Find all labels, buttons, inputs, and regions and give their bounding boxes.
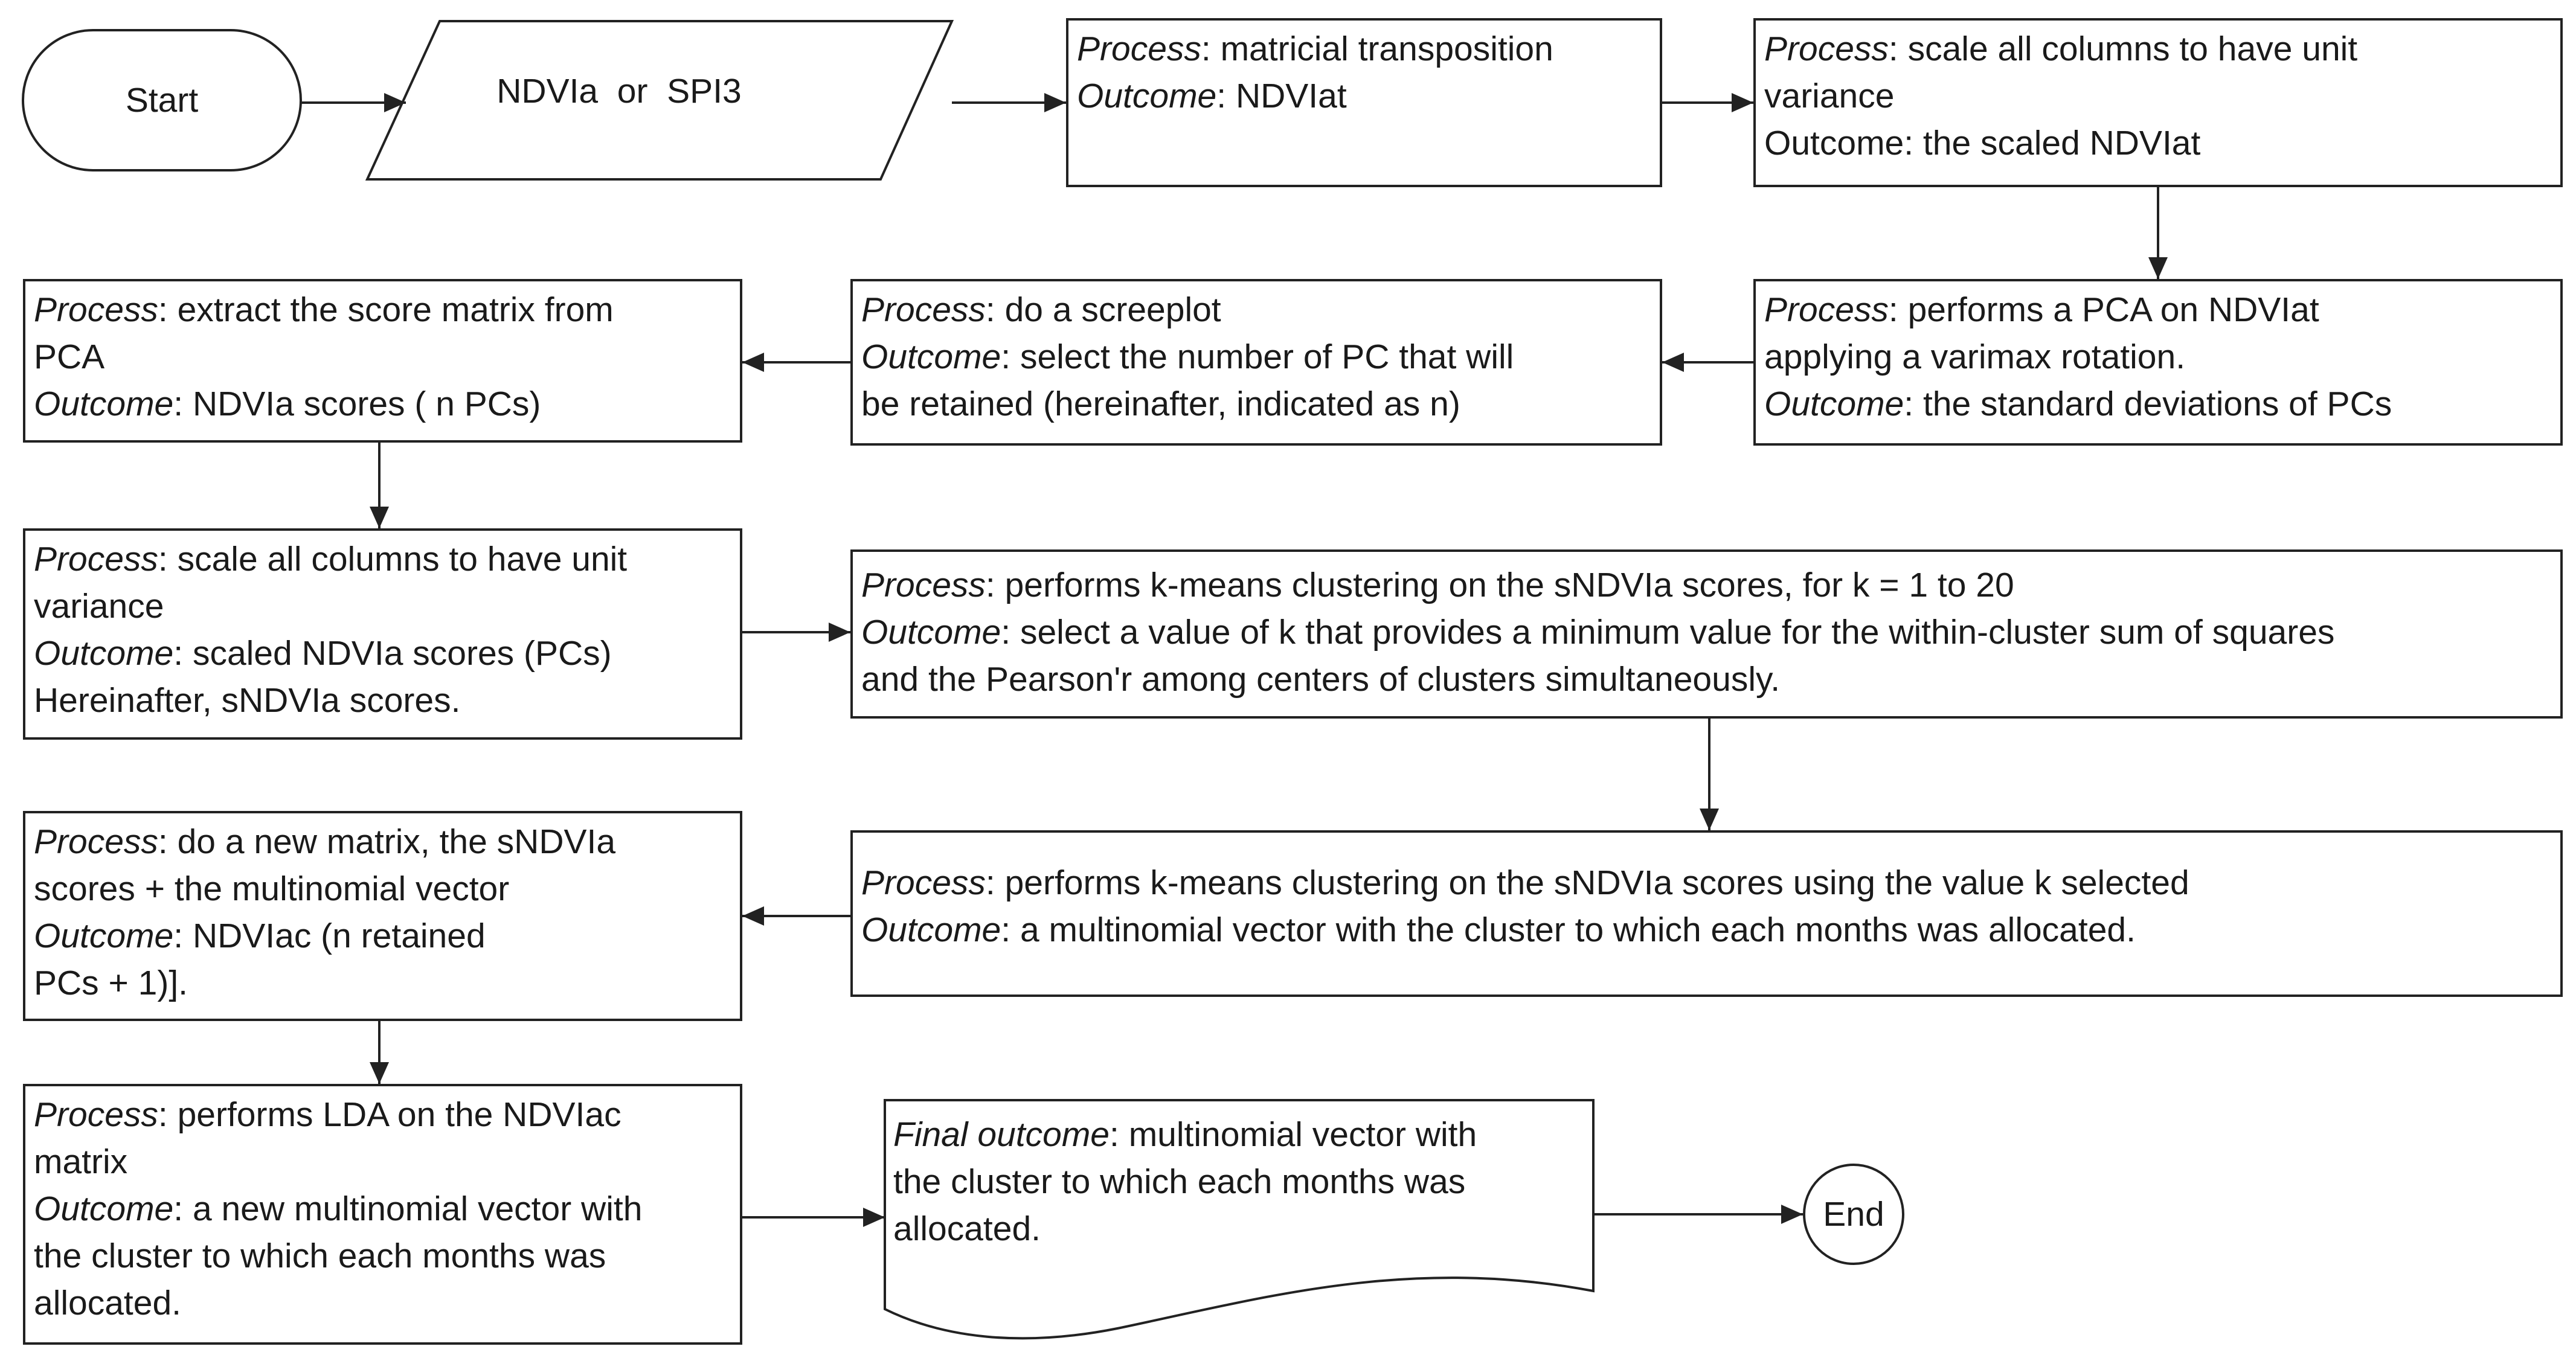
start-terminal [22,29,302,171]
input-parallelogram [365,20,954,181]
input-label: NDVIa or SPI3 [496,72,742,110]
step-matricial-transposition: Process: matricial transposition Outcome… [1066,18,1662,187]
step-kmeans-search: Process: performs k-means clustering on … [850,549,2563,719]
final-outcome-text: Final outcome: multinomial vector with t… [893,1115,1477,1248]
end-label: End [1823,1195,1884,1234]
step-kmeans-selected: Process: performs k-means clustering on … [850,830,2563,997]
step-lda: Process: performs LDA on the NDVIac matr… [23,1084,742,1345]
start-label: Start [125,81,199,120]
step-screeplot: Process: do a screeplot Outcome: select … [850,279,1662,446]
step-new-matrix: Process: do a new matrix, the sNDVIa sco… [23,811,742,1021]
step-scale-ndviat: Process: scale all columns to have unit … [1753,18,2563,187]
step-extract-scores: Process: extract the score matrix from P… [23,279,742,443]
step-pca: Process: performs a PCA on NDVIat applyi… [1753,279,2563,446]
final-outcome-document [884,1099,1595,1340]
end-terminal [1803,1164,1904,1265]
step-scale-scores: Process: scale all columns to have unit … [23,528,742,740]
